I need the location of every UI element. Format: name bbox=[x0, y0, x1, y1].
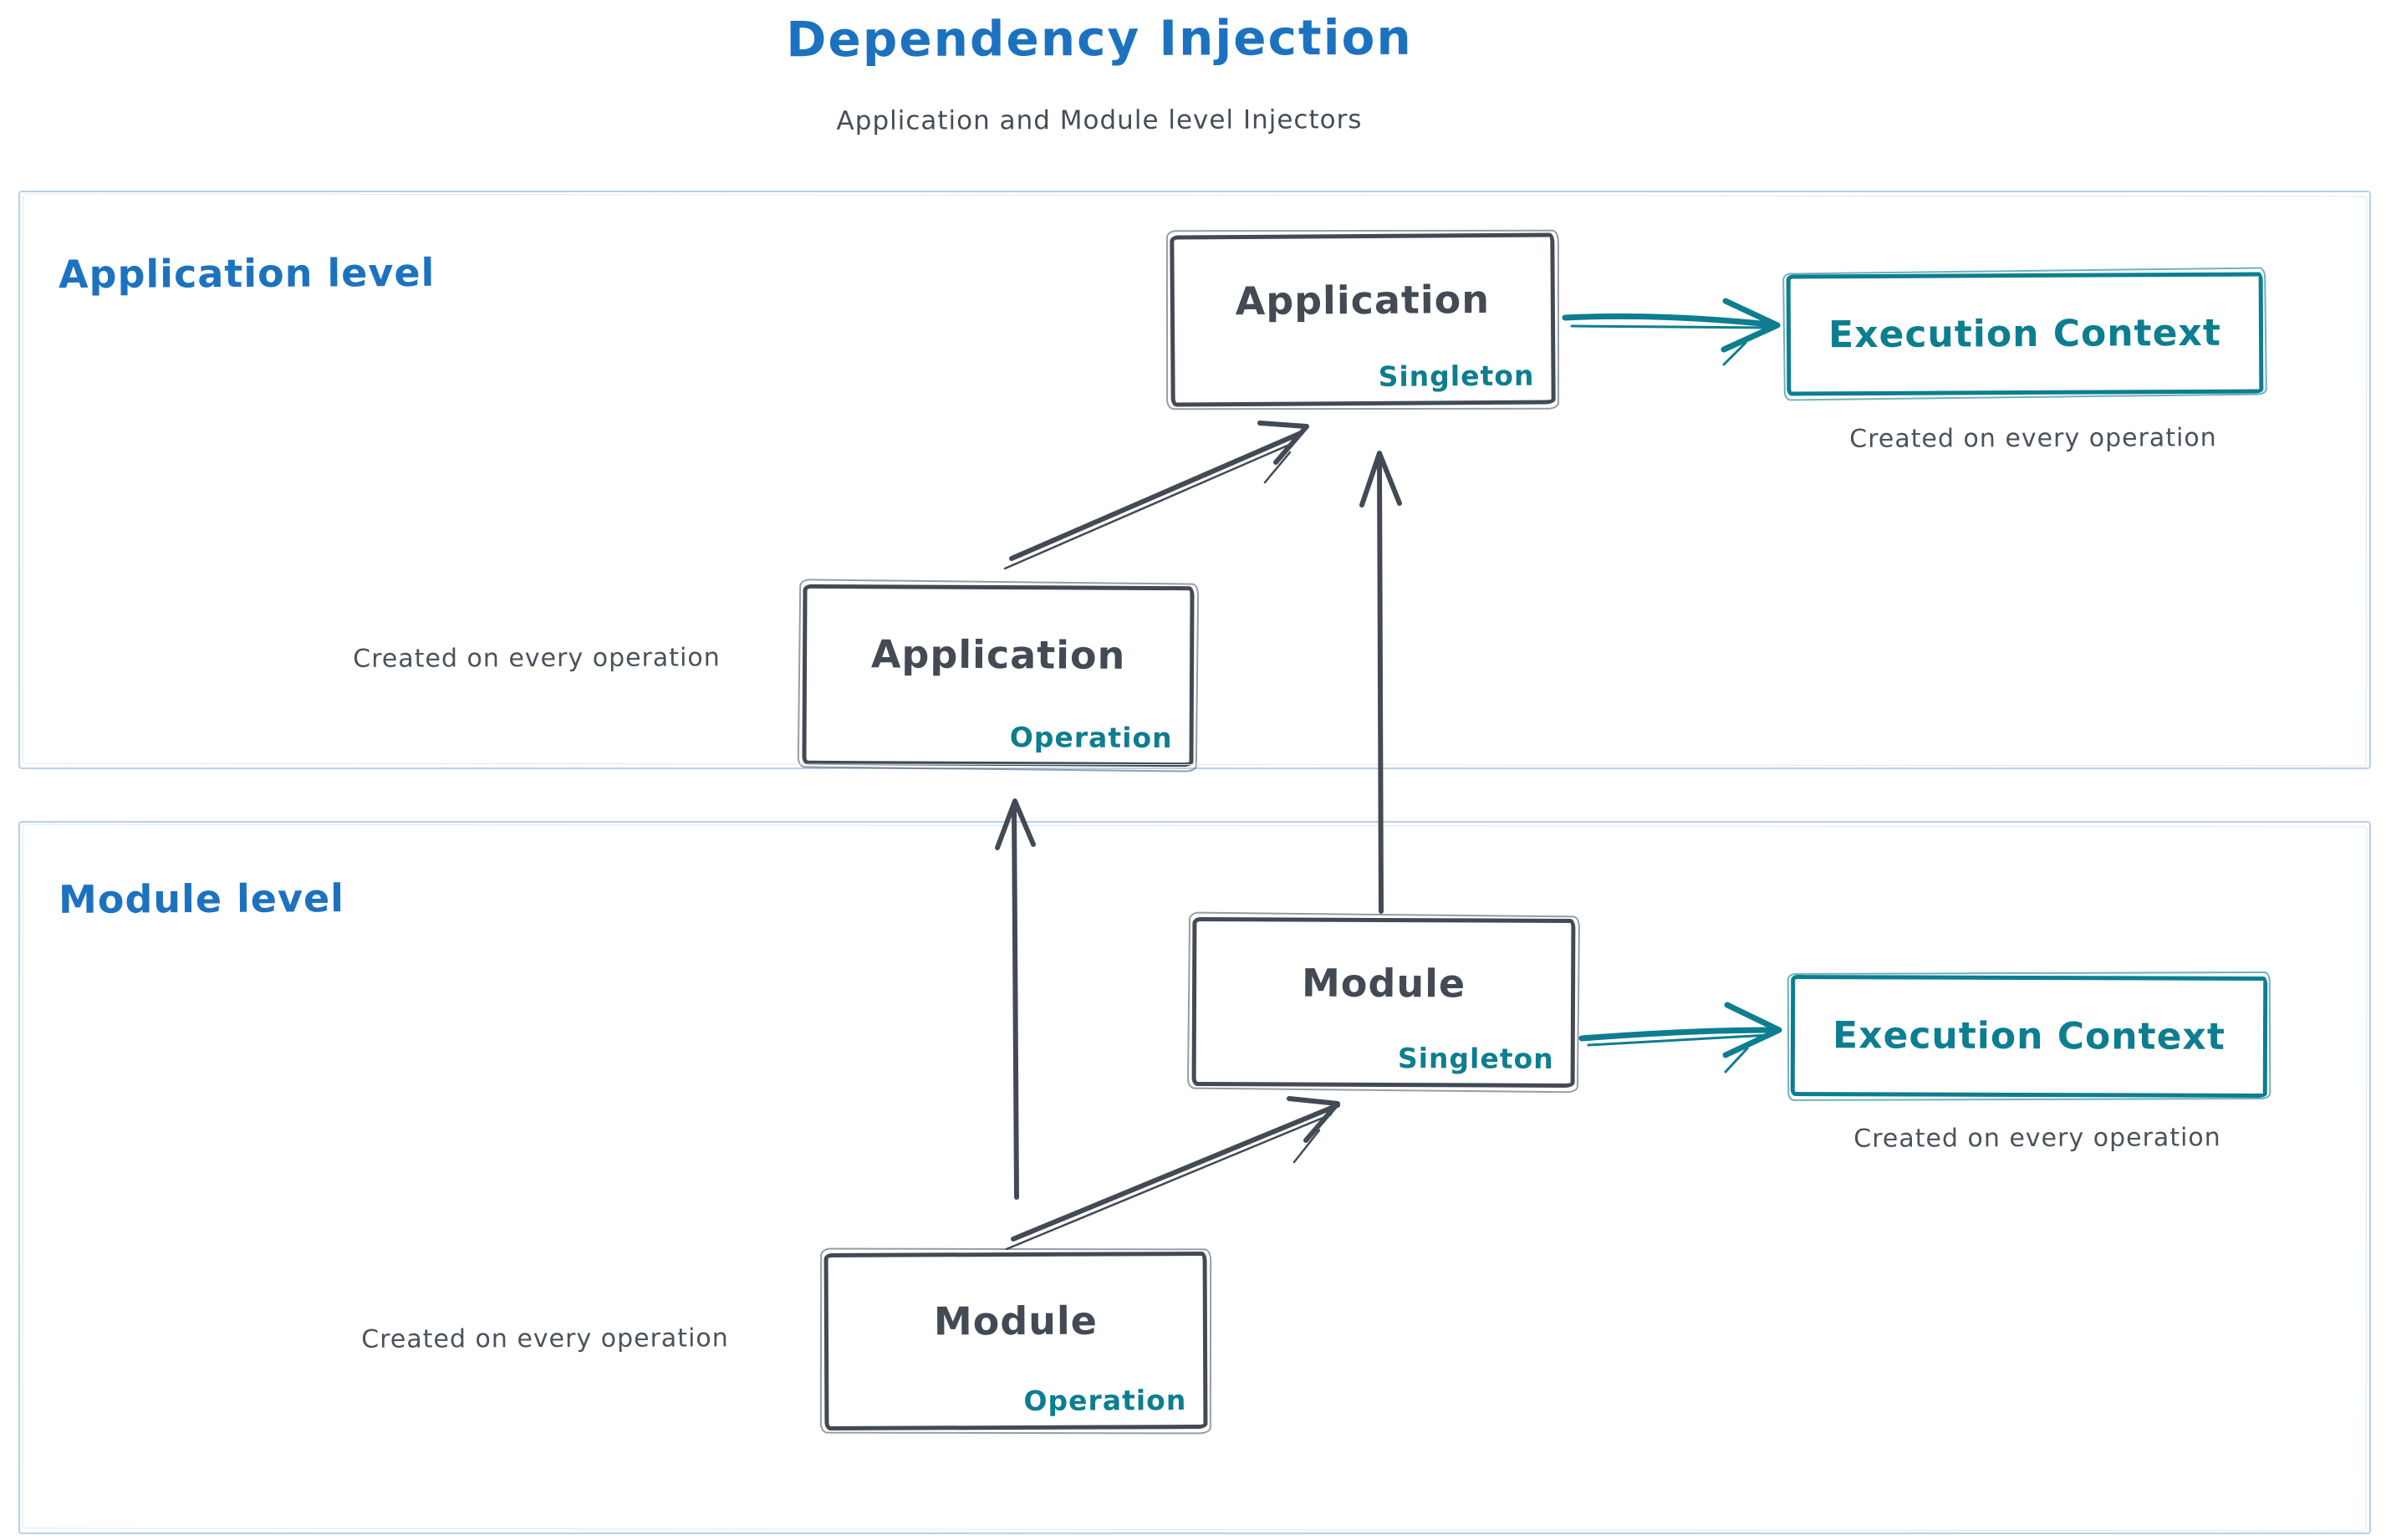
node-title: Module bbox=[1301, 960, 1466, 1007]
execution-context-application: Execution Context bbox=[1786, 272, 2264, 396]
node-module-operation: Module Operation bbox=[823, 1252, 1208, 1430]
section-module-level: Module level Module Singleton Module Ope… bbox=[18, 821, 2371, 1534]
execution-context-label: Execution Context bbox=[1828, 311, 2222, 357]
caption-execution-context-module: Created on every operation bbox=[1853, 1123, 2221, 1154]
execution-context-label: Execution Context bbox=[1833, 1014, 2225, 1058]
diagram-title: Dependency Injection bbox=[786, 8, 1413, 69]
node-module-singleton: Module Singleton bbox=[1191, 917, 1576, 1088]
caption-execution-context-application: Created on every operation bbox=[1849, 423, 2217, 454]
diagram-subtitle: Application and Module level Injectors bbox=[836, 105, 1363, 136]
caption-application-operation: Created on every operation bbox=[353, 643, 721, 674]
caption-module-operation: Created on every operation bbox=[361, 1323, 729, 1354]
execution-context-module: Execution Context bbox=[1790, 975, 2268, 1098]
node-scope-tag: Operation bbox=[1023, 1384, 1187, 1417]
section-application-level: Application level Application Singleton … bbox=[18, 191, 2371, 769]
node-application-operation: Application Operation bbox=[802, 584, 1195, 767]
module-level-label: Module level bbox=[58, 875, 345, 922]
node-title: Application bbox=[1235, 277, 1491, 324]
node-scope-tag: Singleton bbox=[1378, 359, 1535, 393]
application-level-label: Application level bbox=[58, 249, 436, 298]
node-scope-tag: Operation bbox=[1009, 721, 1173, 755]
node-application-singleton: Application Singleton bbox=[1170, 232, 1556, 407]
node-title: Module bbox=[933, 1298, 1099, 1344]
node-title: Application bbox=[870, 631, 1126, 679]
node-scope-tag: Singleton bbox=[1397, 1042, 1554, 1075]
